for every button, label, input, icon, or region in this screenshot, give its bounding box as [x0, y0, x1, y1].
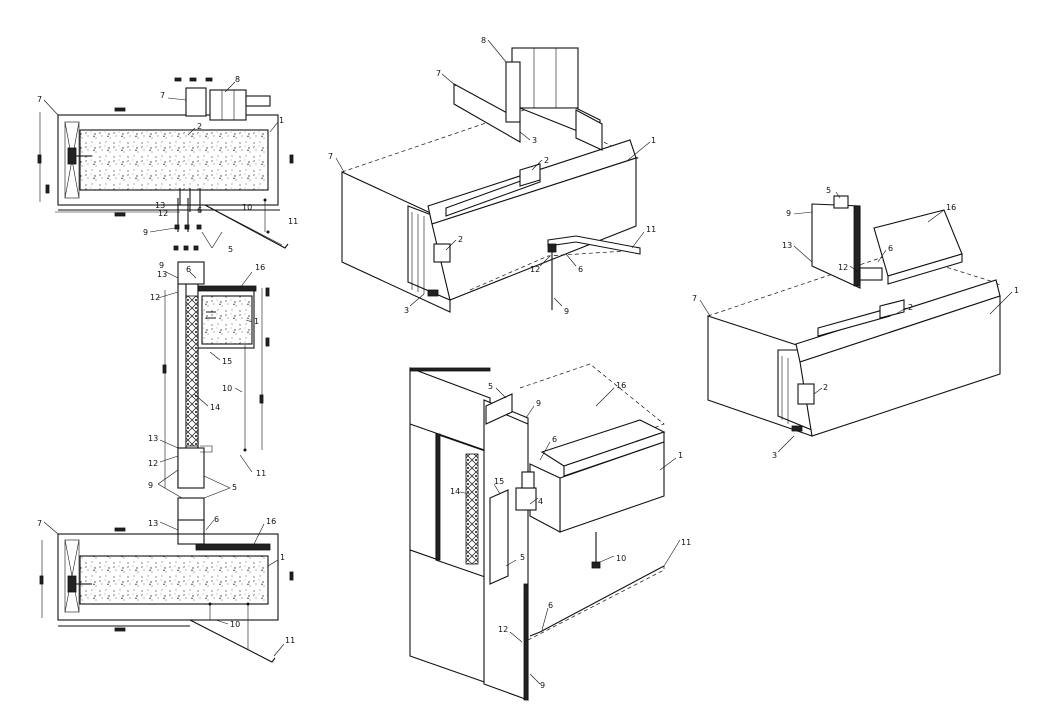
callout: 12 — [148, 459, 158, 468]
callout: 11 — [285, 636, 295, 645]
callout: 15 — [222, 357, 232, 366]
callout: 11 — [646, 225, 656, 234]
callout: 8 — [481, 36, 486, 45]
callout: 9 — [148, 481, 153, 490]
callout: 6 — [214, 515, 219, 524]
callout: 15 — [494, 477, 504, 486]
callout: 14 — [210, 403, 220, 412]
callout: 10 — [616, 554, 626, 563]
callout: 11 — [681, 538, 691, 547]
callout: 9 — [540, 681, 545, 690]
callout: 11 — [256, 469, 266, 478]
callout: 9 — [143, 228, 148, 237]
callout: 5 — [826, 186, 831, 195]
callout: 2 — [908, 303, 913, 312]
callout: 9 — [564, 307, 569, 316]
callout: 9 — [786, 209, 791, 218]
callout: 1 — [651, 136, 656, 145]
callout: 1 — [254, 317, 259, 326]
callout: 9 — [536, 399, 541, 408]
callout: 12 — [838, 263, 848, 272]
callout: 10 — [222, 384, 232, 393]
callout: 12 — [498, 625, 508, 634]
callout: 10 — [242, 203, 252, 212]
callout: 6 — [197, 206, 202, 215]
callout: 8 — [235, 75, 240, 84]
callout: 3 — [532, 136, 537, 145]
isometric-top-detail: 8 7 3 2 1 7 2 3 11 12 6 9 — [328, 36, 656, 316]
callout: 1 — [1014, 286, 1019, 295]
callout: 6 — [888, 244, 893, 253]
callout: 7 — [436, 69, 441, 78]
callout: 13 — [157, 270, 167, 279]
callout: 11 — [288, 217, 298, 226]
callout: 7 — [328, 152, 333, 161]
plan-bottom-detail: 9 5 13 6 16 7 1 10 11 — [37, 469, 295, 663]
callout: 5 — [488, 382, 493, 391]
callout: 3 — [404, 306, 409, 315]
callout: 4 — [538, 497, 543, 506]
callout: 2 — [544, 156, 549, 165]
isometric-bottom-detail: 5 9 16 6 1 14 15 4 5 10 11 6 12 9 — [409, 363, 691, 701]
callout: 3 — [772, 451, 777, 460]
callout: 16 — [946, 203, 956, 212]
callout: 10 — [230, 620, 240, 629]
callout: 16 — [616, 381, 626, 390]
isometric-right-detail: 5 16 9 13 6 12 7 2 1 2 3 — [692, 186, 1019, 460]
callout: 16 — [255, 263, 265, 272]
callout: 13 — [782, 241, 792, 250]
callout: 2 — [458, 235, 463, 244]
callout: 12 — [150, 293, 160, 302]
callout: 12 — [158, 209, 168, 218]
plan-top-detail: 7 7 8 2 1 13 12 6 10 11 9 5 — [37, 75, 298, 254]
callout: 13 — [148, 434, 158, 443]
callout: 6 — [578, 265, 583, 274]
callout: 7 — [37, 519, 42, 528]
callout: 7 — [160, 91, 165, 100]
callout: 1 — [280, 553, 285, 562]
callout: 6 — [548, 601, 553, 610]
callout: 7 — [692, 294, 697, 303]
callout: 2 — [197, 122, 202, 131]
vertical-section-detail: 9 13 6 16 12 1 15 14 10 13 12 11 — [148, 245, 270, 529]
callout: 2 — [823, 383, 828, 392]
callout: 5 — [232, 483, 237, 492]
callout: 5 — [520, 553, 525, 562]
callout: 14 — [450, 487, 460, 496]
callout: 13 — [148, 519, 158, 528]
callout: 7 — [37, 95, 42, 104]
callout: 1 — [678, 451, 683, 460]
callout: 9 — [159, 261, 164, 270]
callout: 12 — [530, 265, 540, 274]
callout: 16 — [266, 517, 276, 526]
callout: 5 — [228, 245, 233, 254]
callout: 1 — [279, 116, 284, 125]
callout: 13 — [155, 201, 165, 210]
callout: 6 — [186, 265, 191, 274]
callout: 6 — [552, 435, 557, 444]
